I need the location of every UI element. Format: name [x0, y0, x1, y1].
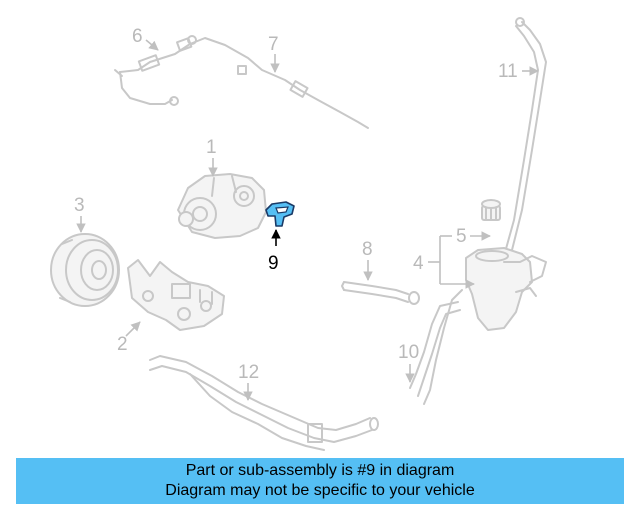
callout-7: 7 [268, 34, 279, 55]
callout-12: 12 [238, 362, 259, 383]
pressure-line-part [114, 35, 369, 129]
banner-line-part-number: Part or sub-assembly is #9 in diagram [185, 462, 455, 479]
reservoir-cap-part [481, 199, 501, 221]
parts-diagram: 6 7 1 9 3 2 [50, 17, 547, 451]
hose-part-8 [341, 281, 420, 305]
callout-10: 10 [398, 342, 419, 363]
mounting-bracket-part [127, 259, 225, 331]
callout-5: 5 [456, 226, 467, 247]
callout-1: 1 [206, 137, 217, 158]
banner-line-disclaimer: Diagram may not be specific to your vehi… [165, 482, 475, 499]
callout-2: 2 [117, 334, 128, 355]
callout-3: 3 [74, 195, 85, 216]
highlighted-part-9 [265, 201, 295, 227]
callout-4: 4 [413, 253, 424, 274]
pump-part [177, 173, 267, 239]
callout-11: 11 [498, 61, 518, 82]
callout-8: 8 [362, 239, 373, 260]
return-hose-part [409, 289, 463, 405]
callout-6: 6 [132, 26, 143, 47]
reservoir-part [465, 247, 547, 331]
info-banner: Part or sub-assembly is #9 in diagram Di… [16, 458, 624, 504]
callout-9: 9 [268, 253, 279, 274]
cooler-line-part [149, 355, 379, 451]
pulley-part [50, 233, 120, 307]
